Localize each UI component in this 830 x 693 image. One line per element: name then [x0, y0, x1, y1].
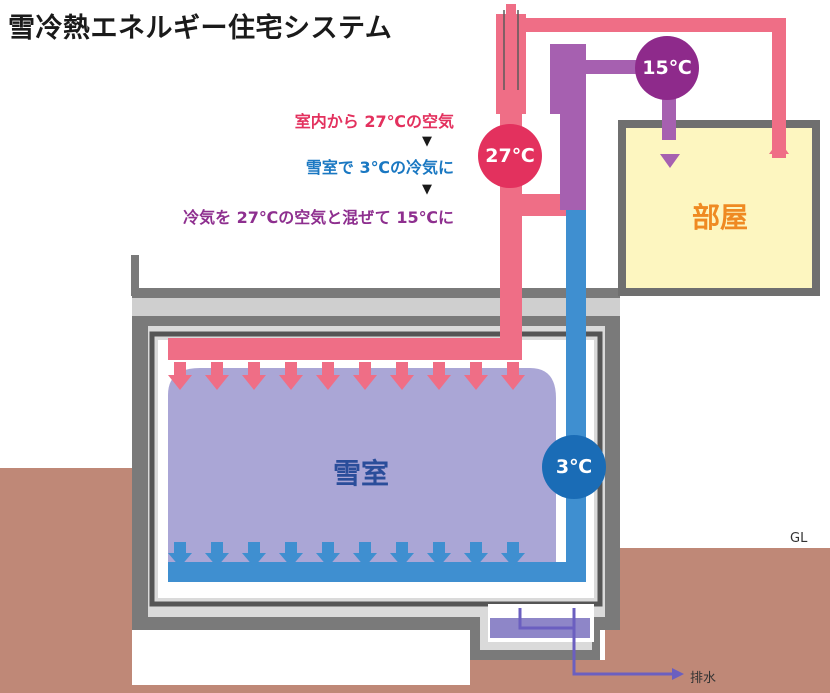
mixed-air-duct [550, 44, 676, 210]
warm-air-arrows [168, 362, 525, 390]
drain-arrow-head [672, 668, 684, 680]
snow-room-roof [132, 298, 620, 316]
step-mixing: 冷気を 27℃の空気と混ぜて 15℃に [183, 208, 454, 227]
snow-mass [168, 368, 556, 572]
drain-label: 排水 [690, 671, 717, 686]
step-warm-intake: 室内から 27℃の空気 [294, 112, 454, 131]
cold-temp-badge: 3℃ [542, 435, 606, 499]
room-inflow-arrow [660, 154, 680, 168]
step-arrow-1: ▼ [422, 134, 432, 149]
room-label: 部屋 [692, 201, 749, 234]
drain-pipe [518, 608, 672, 676]
step-arrow-2: ▼ [422, 182, 432, 197]
warm-temp-badge: 27℃ [478, 124, 542, 188]
building-outline [131, 255, 620, 296]
step-cooling: 雪室で 3℃の冷気に [305, 158, 454, 177]
snow-room-label: 雪室 [333, 457, 390, 490]
ground-soil [0, 468, 830, 693]
ground-level-label: GL [790, 531, 808, 546]
page-title: 雪冷熱エネルギー住宅システム [8, 13, 393, 44]
room-outflow-arrow [769, 140, 789, 154]
cold-air-arrows [168, 542, 525, 567]
mixed-temp-badge: 15℃ [635, 36, 699, 100]
